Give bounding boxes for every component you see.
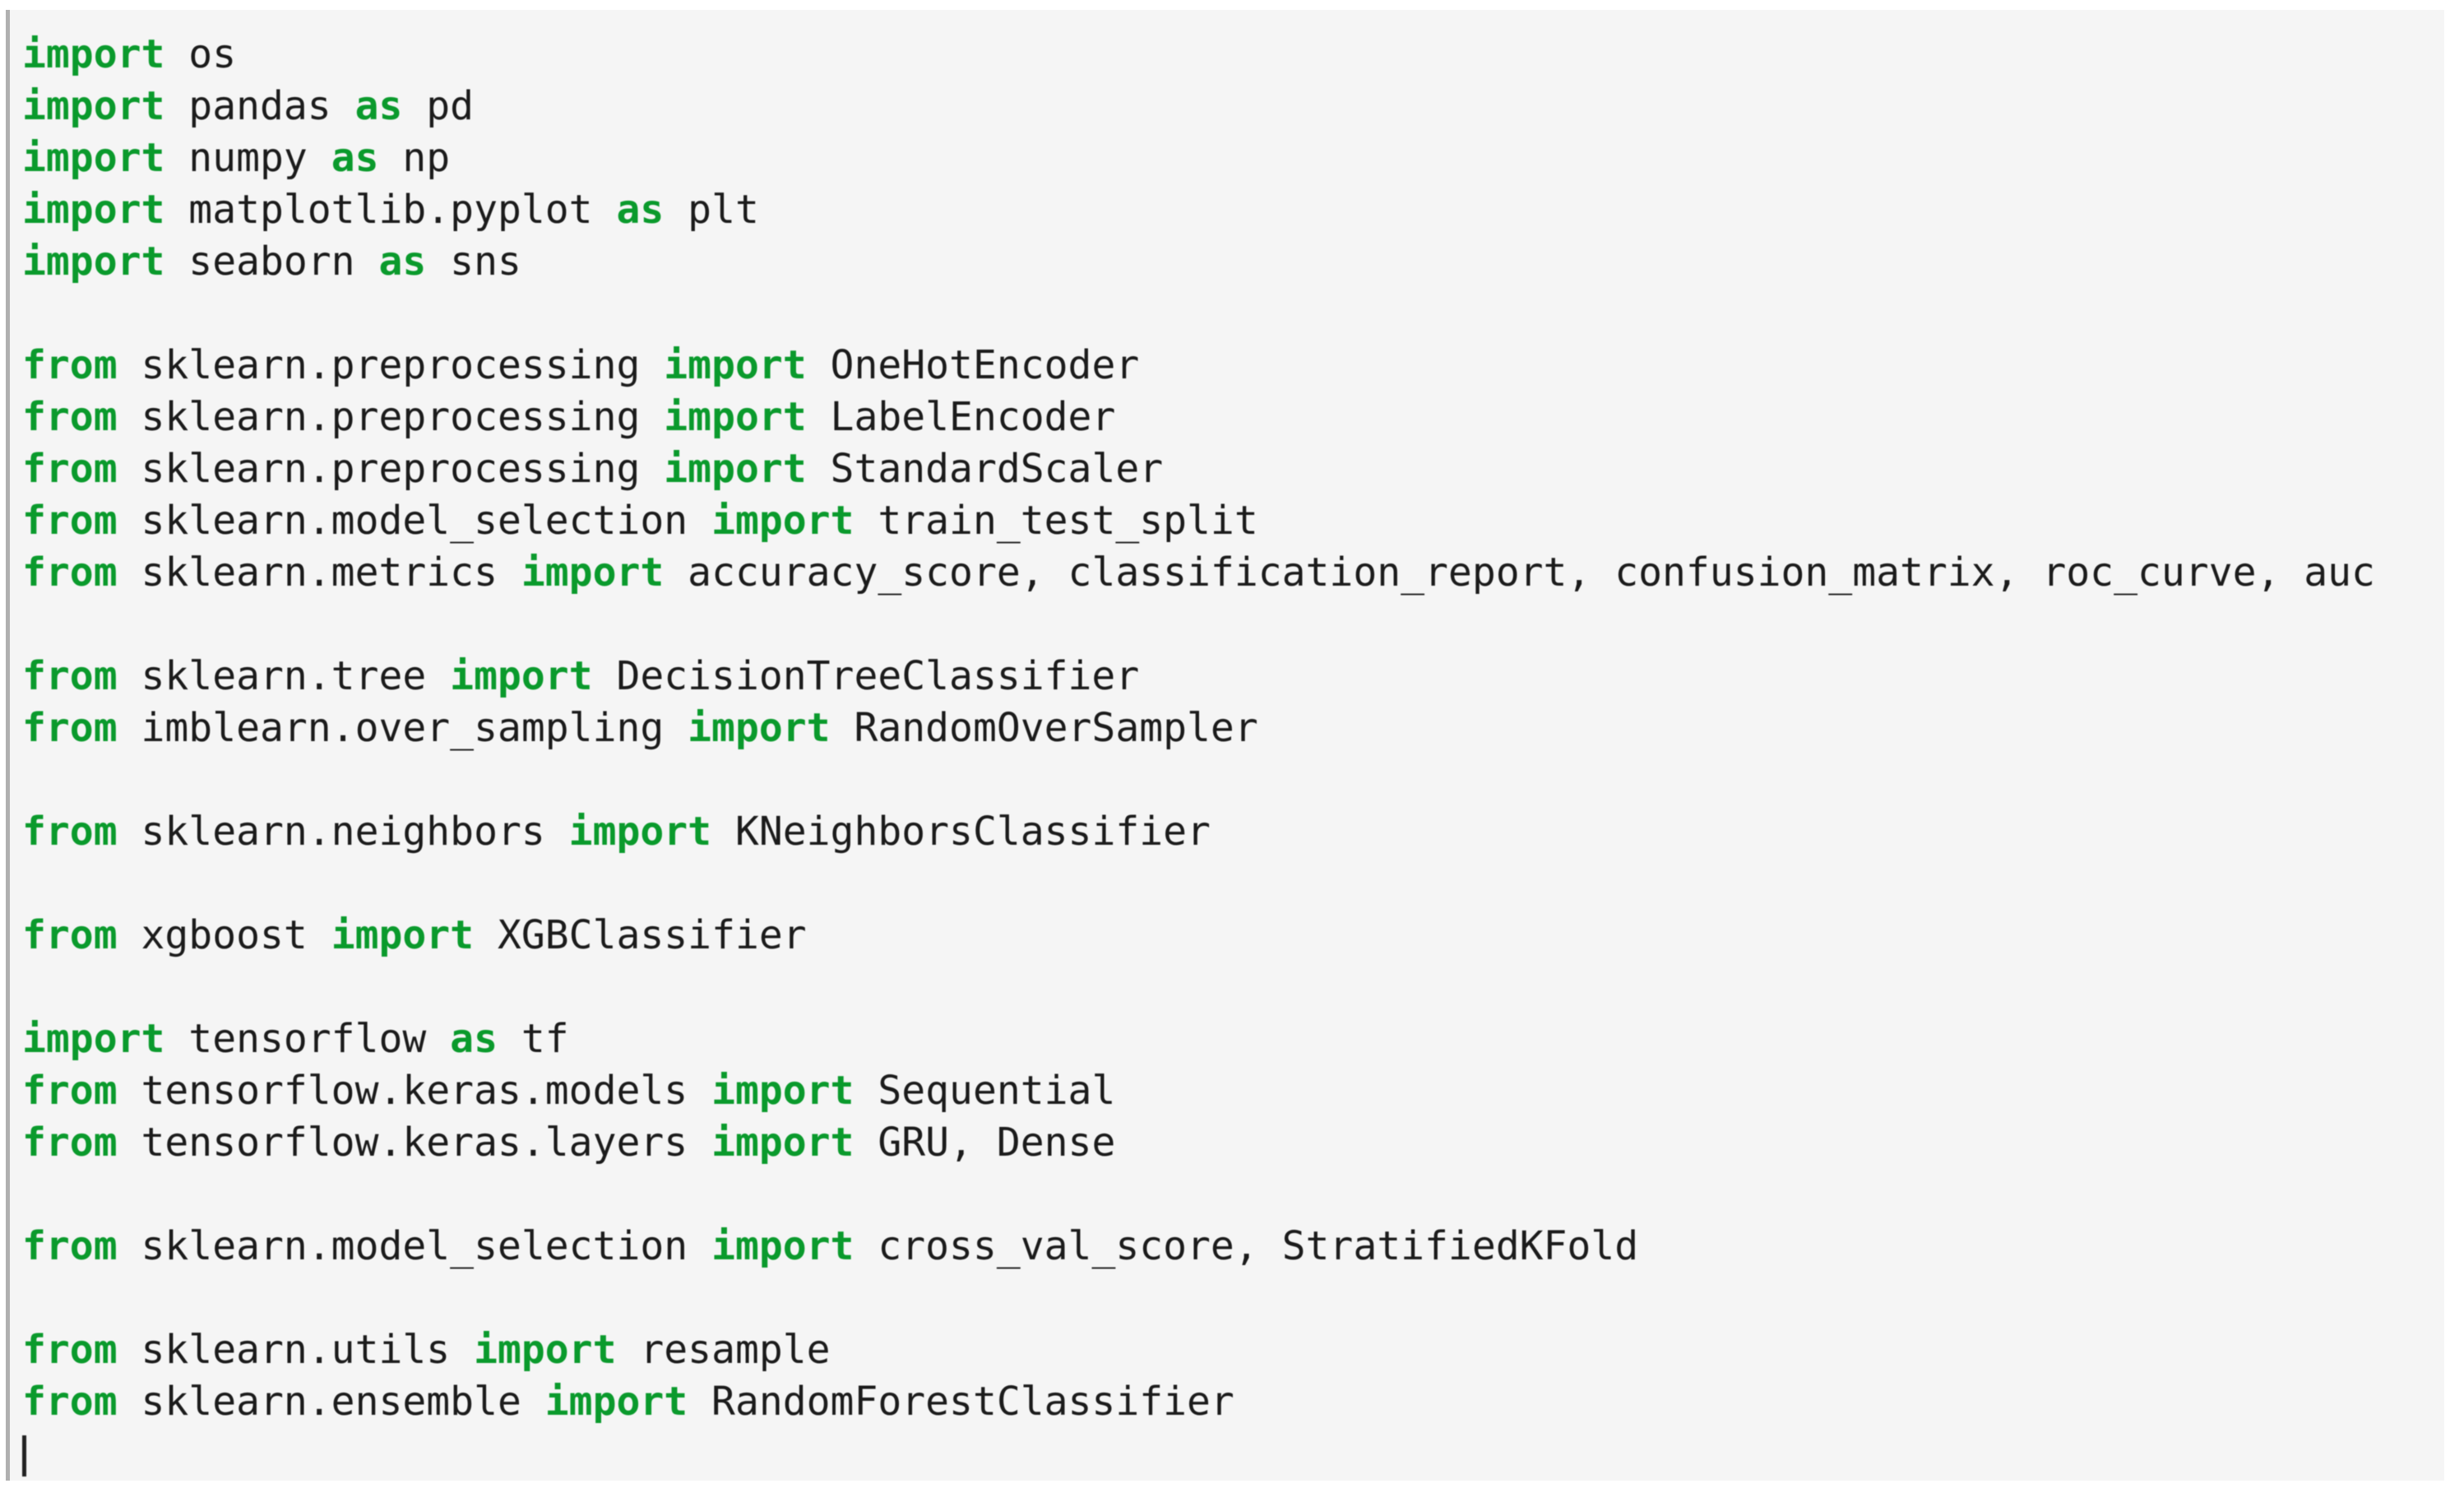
keyword-token: from: [22, 1068, 118, 1114]
keyword-token: as: [331, 135, 379, 181]
code-line[interactable]: from sklearn.tree import DecisionTreeCla…: [22, 653, 1140, 699]
keyword-token: import: [711, 1223, 855, 1269]
keyword-token: import: [711, 1068, 855, 1114]
keyword-token: import: [22, 1016, 165, 1062]
keyword-token: from: [22, 549, 118, 596]
keyword-token: import: [450, 653, 593, 699]
code-cell[interactable]: import os import pandas as pd import numpy…: [6, 10, 2444, 1481]
code-line[interactable]: import tensorflow as tf: [22, 1016, 569, 1062]
code-line[interactable]: [22, 1273, 2444, 1324]
code-line[interactable]: from imblearn.over_sampling import Rando…: [22, 705, 1258, 751]
keyword-token: import: [22, 83, 165, 129]
keyword-token: as: [450, 1016, 498, 1062]
keyword-token: as: [354, 83, 403, 129]
keyword-token: from: [22, 1223, 118, 1269]
keyword-token: from: [22, 705, 118, 751]
keyword-token: from: [22, 1327, 118, 1373]
keyword-token: import: [22, 239, 165, 285]
code-area[interactable]: import os import pandas as pd import numpy…: [22, 29, 2444, 1480]
code-line[interactable]: [22, 599, 2444, 651]
keyword-token: from: [22, 809, 118, 855]
code-line[interactable]: import seaborn as sns: [22, 239, 521, 285]
keyword-token: as: [616, 187, 665, 233]
keyword-token: from: [22, 912, 118, 958]
code-line[interactable]: [22, 962, 2444, 1013]
code-line[interactable]: from sklearn.preprocessing import Standa…: [22, 446, 1164, 492]
code-line[interactable]: import matplotlib.pyplot as plt: [22, 187, 759, 233]
code-line[interactable]: import pandas as pd: [22, 83, 475, 129]
keyword-token: from: [22, 1120, 118, 1166]
keyword-token: import: [22, 187, 165, 233]
keyword-token: from: [22, 394, 118, 440]
keyword-token: as: [378, 239, 427, 285]
code-line[interactable]: from sklearn.neighbors import KNeighbors…: [22, 809, 1211, 855]
keyword-token: import: [544, 1379, 688, 1425]
code-line[interactable]: [22, 754, 2444, 806]
keyword-token: from: [22, 653, 118, 699]
code-line[interactable]: from sklearn.ensemble import RandomFores…: [22, 1379, 1234, 1425]
code-line[interactable]: from sklearn.preprocessing import OneHot…: [22, 342, 1140, 388]
keyword-token: import: [664, 342, 807, 388]
keyword-token: import: [331, 912, 475, 958]
keyword-token: from: [22, 1379, 118, 1425]
keyword-token: import: [22, 135, 165, 181]
code-line[interactable]: from tensorflow.keras.models import Sequ…: [22, 1068, 1116, 1114]
code-line[interactable]: [22, 1169, 2444, 1221]
keyword-token: import: [664, 394, 807, 440]
code-line[interactable]: [22, 1428, 2444, 1480]
keyword-token: from: [22, 498, 118, 544]
keyword-token: from: [22, 342, 118, 388]
keyword-token: import: [711, 498, 855, 544]
code-line[interactable]: import os: [22, 31, 237, 77]
text-cursor: [22, 1435, 26, 1477]
keyword-token: import: [711, 1120, 855, 1166]
code-line[interactable]: from tensorflow.keras.layers import GRU,…: [22, 1120, 1116, 1166]
keyword-token: import: [474, 1327, 617, 1373]
keyword-token: import: [22, 31, 165, 77]
keyword-token: import: [568, 809, 712, 855]
keyword-token: from: [22, 446, 118, 492]
code-line[interactable]: [22, 858, 2444, 910]
code-line[interactable]: from sklearn.model_selection import cros…: [22, 1223, 1639, 1269]
keyword-token: import: [521, 549, 665, 596]
code-line[interactable]: from xgboost import XGBClassifier: [22, 912, 807, 958]
code-line[interactable]: from sklearn.preprocessing import LabelE…: [22, 394, 1116, 440]
code-line[interactable]: from sklearn.model_selection import trai…: [22, 498, 1258, 544]
keyword-token: import: [664, 446, 807, 492]
keyword-token: import: [688, 705, 831, 751]
code-line[interactable]: from sklearn.utils import resample: [22, 1327, 831, 1373]
code-line[interactable]: import numpy as np: [22, 135, 451, 181]
code-line[interactable]: [22, 288, 2444, 340]
code-line[interactable]: from sklearn.metrics import accuracy_sco…: [22, 549, 2375, 596]
